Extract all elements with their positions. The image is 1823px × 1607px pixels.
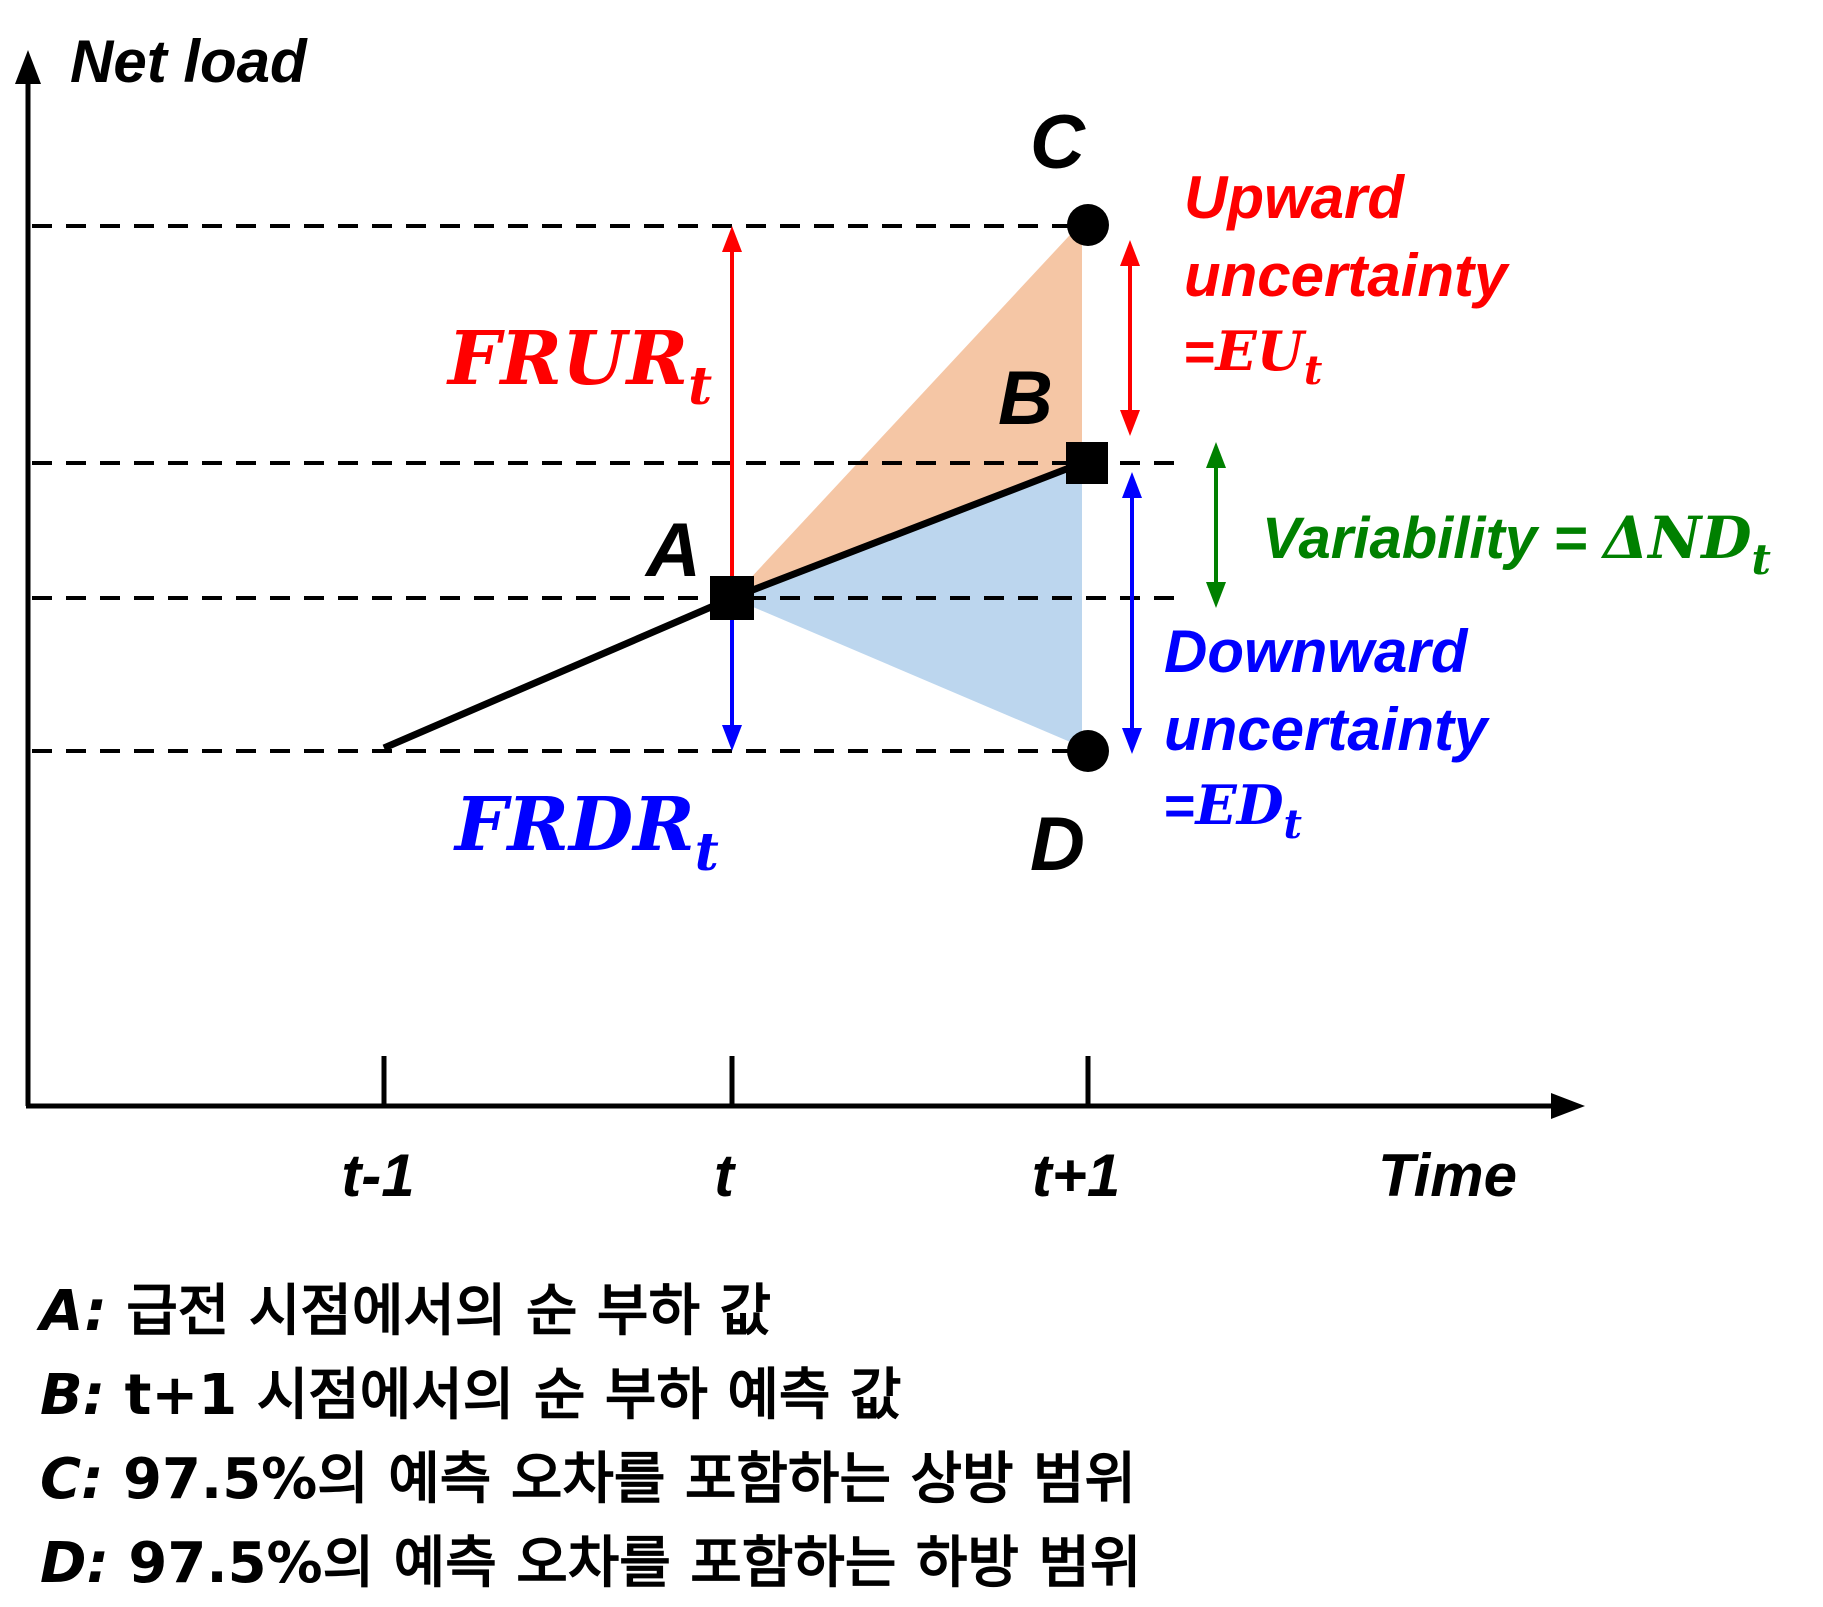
point-b-label: B bbox=[998, 356, 1053, 441]
net-load-line-1 bbox=[382, 594, 734, 752]
upward-uncertainty-arrow bbox=[1120, 240, 1140, 436]
y-axis-label: Net load bbox=[70, 28, 308, 95]
y-axis-arrowhead bbox=[15, 50, 41, 84]
x-tick-label-t: t bbox=[714, 1142, 737, 1209]
variability-arrow bbox=[1206, 442, 1226, 608]
legend-key: C: bbox=[40, 1447, 104, 1512]
point-a-marker bbox=[710, 576, 754, 620]
downward-uncertainty-arrow bbox=[1122, 472, 1142, 754]
legend-text: t+1 시점에서의 순 부하 예측 값 bbox=[105, 1363, 902, 1428]
point-d-marker bbox=[1067, 730, 1109, 772]
legend-key: B: bbox=[40, 1363, 106, 1428]
upper-uncertainty-area bbox=[732, 222, 1082, 598]
x-axis-label: Time bbox=[1378, 1142, 1517, 1209]
legend-key: A: bbox=[40, 1279, 107, 1344]
frur-arrow bbox=[722, 226, 742, 598]
upward-label-line1: Upward bbox=[1184, 164, 1405, 231]
legend-item-c: C: 97.5%의 예측 오차를 포함하는 상방 범위 bbox=[40, 1438, 1141, 1522]
x-axis-arrowhead bbox=[1551, 1093, 1585, 1119]
upward-eq: =EUt bbox=[1184, 319, 1323, 394]
upward-label-line2: uncertainty bbox=[1184, 242, 1510, 309]
downward-eq: =EDt bbox=[1164, 773, 1303, 848]
downward-label-line2: uncertainty bbox=[1164, 696, 1490, 763]
point-c-label: C bbox=[1030, 100, 1086, 185]
legend-item-b: B: t+1 시점에서의 순 부하 예측 값 bbox=[40, 1354, 1141, 1438]
x-tick-label-t-minus-1: t-1 bbox=[341, 1142, 414, 1209]
point-a-label: A bbox=[644, 508, 701, 593]
x-tick-label-t-plus-1: t+1 bbox=[1032, 1142, 1120, 1209]
legend-item-a: A: 급전 시점에서의 순 부하 값 bbox=[40, 1270, 1141, 1354]
legend-text: 97.5%의 예측 오차를 포함하는 상방 범위 bbox=[103, 1447, 1137, 1512]
legend-text: 97.5%의 예측 오차를 포함하는 하방 범위 bbox=[108, 1531, 1142, 1596]
lower-uncertainty-area bbox=[732, 463, 1082, 747]
legend: A: 급전 시점에서의 순 부하 값 B: t+1 시점에서의 순 부하 예측 … bbox=[40, 1270, 1141, 1606]
point-d-label: D bbox=[1030, 802, 1085, 887]
legend-text: 급전 시점에서의 순 부하 값 bbox=[106, 1279, 771, 1344]
legend-key: D: bbox=[40, 1531, 109, 1596]
frdr-arrow bbox=[722, 598, 742, 751]
downward-label-line1: Downward bbox=[1164, 618, 1469, 685]
frdr-label: FRDRt bbox=[453, 782, 719, 883]
point-b-marker bbox=[1066, 442, 1108, 484]
point-c-marker bbox=[1067, 204, 1109, 246]
legend-item-d: D: 97.5%의 예측 오차를 포함하는 하방 범위 bbox=[40, 1522, 1141, 1606]
net-load-line-2 bbox=[730, 459, 1084, 602]
frur-label: FRURt bbox=[446, 316, 712, 417]
variability-label: Variability = ΔNDt bbox=[1262, 504, 1771, 584]
